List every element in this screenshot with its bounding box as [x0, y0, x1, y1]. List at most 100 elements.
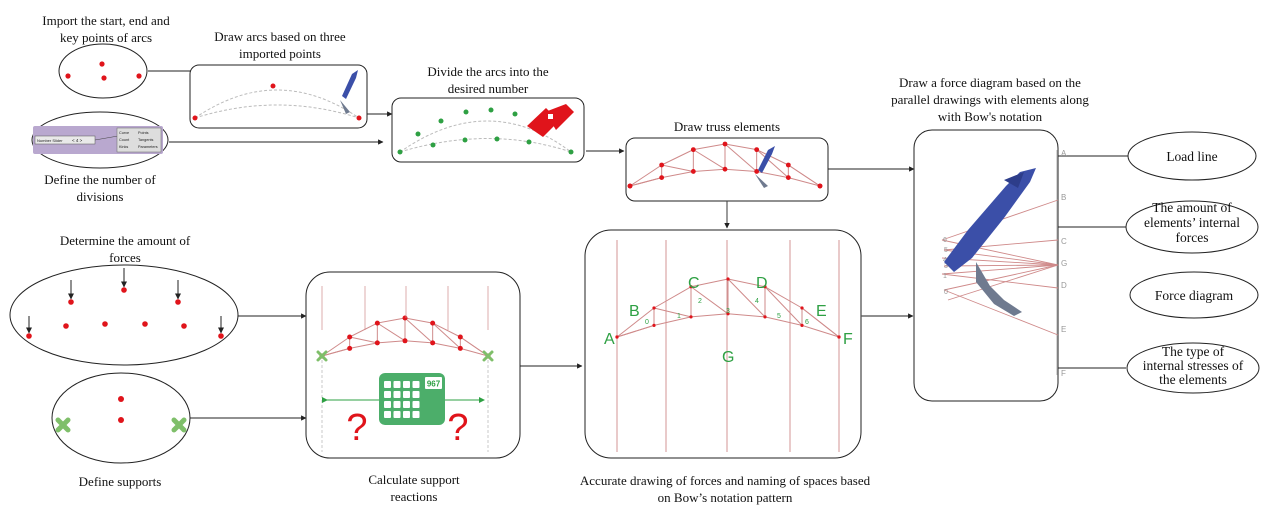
truss-member-14	[724, 143, 757, 172]
truss-member-18	[756, 149, 789, 178]
truss-member-9	[693, 168, 726, 172]
force-node-label-3: 3	[944, 263, 948, 270]
load-line-label-g: G	[1061, 259, 1067, 268]
truss-member-18	[764, 286, 803, 326]
truss-member-8	[690, 278, 729, 288]
truss-node-9	[690, 169, 696, 174]
truss-node-8	[659, 175, 665, 181]
calculate-reactions-box: 967 ? ?	[305, 271, 521, 459]
panel-number-4: 4	[755, 298, 759, 305]
component-input-1: Count	[119, 138, 130, 142]
component-input-2: Kinks	[119, 145, 128, 149]
truss-node-8	[347, 345, 353, 351]
load-line-label-c: C	[1061, 237, 1067, 246]
truss-member-8	[377, 317, 406, 324]
truss-member-10	[377, 322, 406, 342]
component-output-0: Points	[138, 131, 149, 135]
truss-member-12	[404, 317, 433, 324]
force-node-label-1: 5	[944, 247, 948, 254]
truss-node-1	[659, 162, 665, 168]
truss-node-12	[457, 345, 463, 351]
bow-node-10	[726, 312, 730, 316]
division-point-b-0	[430, 142, 436, 148]
calc-key-1-2	[403, 391, 410, 398]
truss-node-3	[402, 315, 408, 321]
load-line-label-d: D	[1061, 281, 1067, 290]
calc-key-1-1	[393, 391, 401, 398]
space-label-g: G	[722, 349, 734, 366]
end-point	[136, 73, 142, 79]
calc-key-2-2	[403, 401, 410, 408]
calc-key-0-2	[403, 381, 410, 388]
svg-text:Force diagram: Force diagram	[1155, 288, 1234, 303]
division-point-2	[438, 118, 444, 124]
truss-node-4	[430, 320, 436, 326]
truss-member-14	[404, 317, 434, 344]
division-point-3	[463, 109, 469, 115]
svg-text:Number Slider: Number Slider	[37, 138, 63, 143]
unknown-right: ?	[447, 407, 468, 449]
truss-member-5	[653, 316, 692, 326]
load-line-label-b: B	[1061, 193, 1066, 202]
load-line-label-f: F	[1061, 369, 1066, 378]
force-ray-6	[947, 264, 1059, 301]
connectors	[148, 70, 1128, 421]
truss-member-18	[432, 322, 461, 349]
division-point-1	[415, 131, 421, 137]
calc-key-2-1	[393, 401, 401, 408]
force-node-label-5: 0	[944, 289, 948, 296]
truss-member-22	[801, 307, 840, 338]
division-point-b-2	[494, 136, 500, 142]
component-input-0: Curve	[119, 131, 129, 135]
load-line-label-a: A	[1061, 149, 1067, 158]
force-ray-3	[943, 264, 1059, 267]
truss-node-11	[754, 169, 760, 174]
truss-node-5	[457, 334, 463, 340]
pen-icon-2	[755, 146, 775, 188]
bow-node-7	[615, 335, 619, 339]
calc-key-3-0	[384, 411, 391, 418]
bow-node-8	[652, 323, 656, 327]
output-force-diagram: Force diagram	[1129, 271, 1259, 319]
load-line-label-e: E	[1061, 325, 1066, 334]
division-point-b-4	[568, 149, 574, 155]
bow-node-13	[837, 335, 841, 339]
division-point-0	[397, 149, 403, 155]
calc-key-1-0	[384, 391, 391, 398]
truss-member-22	[788, 164, 821, 187]
panel-number-2: 2	[698, 298, 702, 305]
unknown-left: ?	[346, 407, 367, 449]
space-label-a: A	[604, 331, 615, 348]
force-ray-4	[941, 264, 1059, 275]
truss-node-11	[430, 340, 436, 346]
calc-key-0-0	[384, 381, 391, 388]
force-chord-1	[943, 289, 1059, 336]
truss-node-4	[754, 147, 760, 153]
truss-member-6	[349, 336, 378, 344]
truss-member-13	[727, 313, 766, 318]
caption-bows-notation: Accurate drawing of forces and naming of…	[579, 473, 871, 505]
space-label-f: F	[843, 331, 853, 348]
panel-number-5: 5	[777, 313, 781, 320]
bow-node-5	[800, 306, 804, 310]
truss-node-1	[347, 334, 353, 340]
force-node-label-0: 6	[943, 237, 947, 244]
force-point-4	[218, 333, 224, 339]
lower-point-3	[181, 323, 187, 329]
lower-point-0	[63, 323, 69, 329]
force-point-1	[121, 287, 127, 293]
truss-node-12	[785, 175, 791, 181]
truss-member-10	[690, 286, 729, 315]
truss-node-10	[722, 166, 728, 172]
import-points-node	[58, 43, 148, 99]
force-point-0	[68, 299, 74, 305]
bow-node-12	[800, 323, 804, 327]
